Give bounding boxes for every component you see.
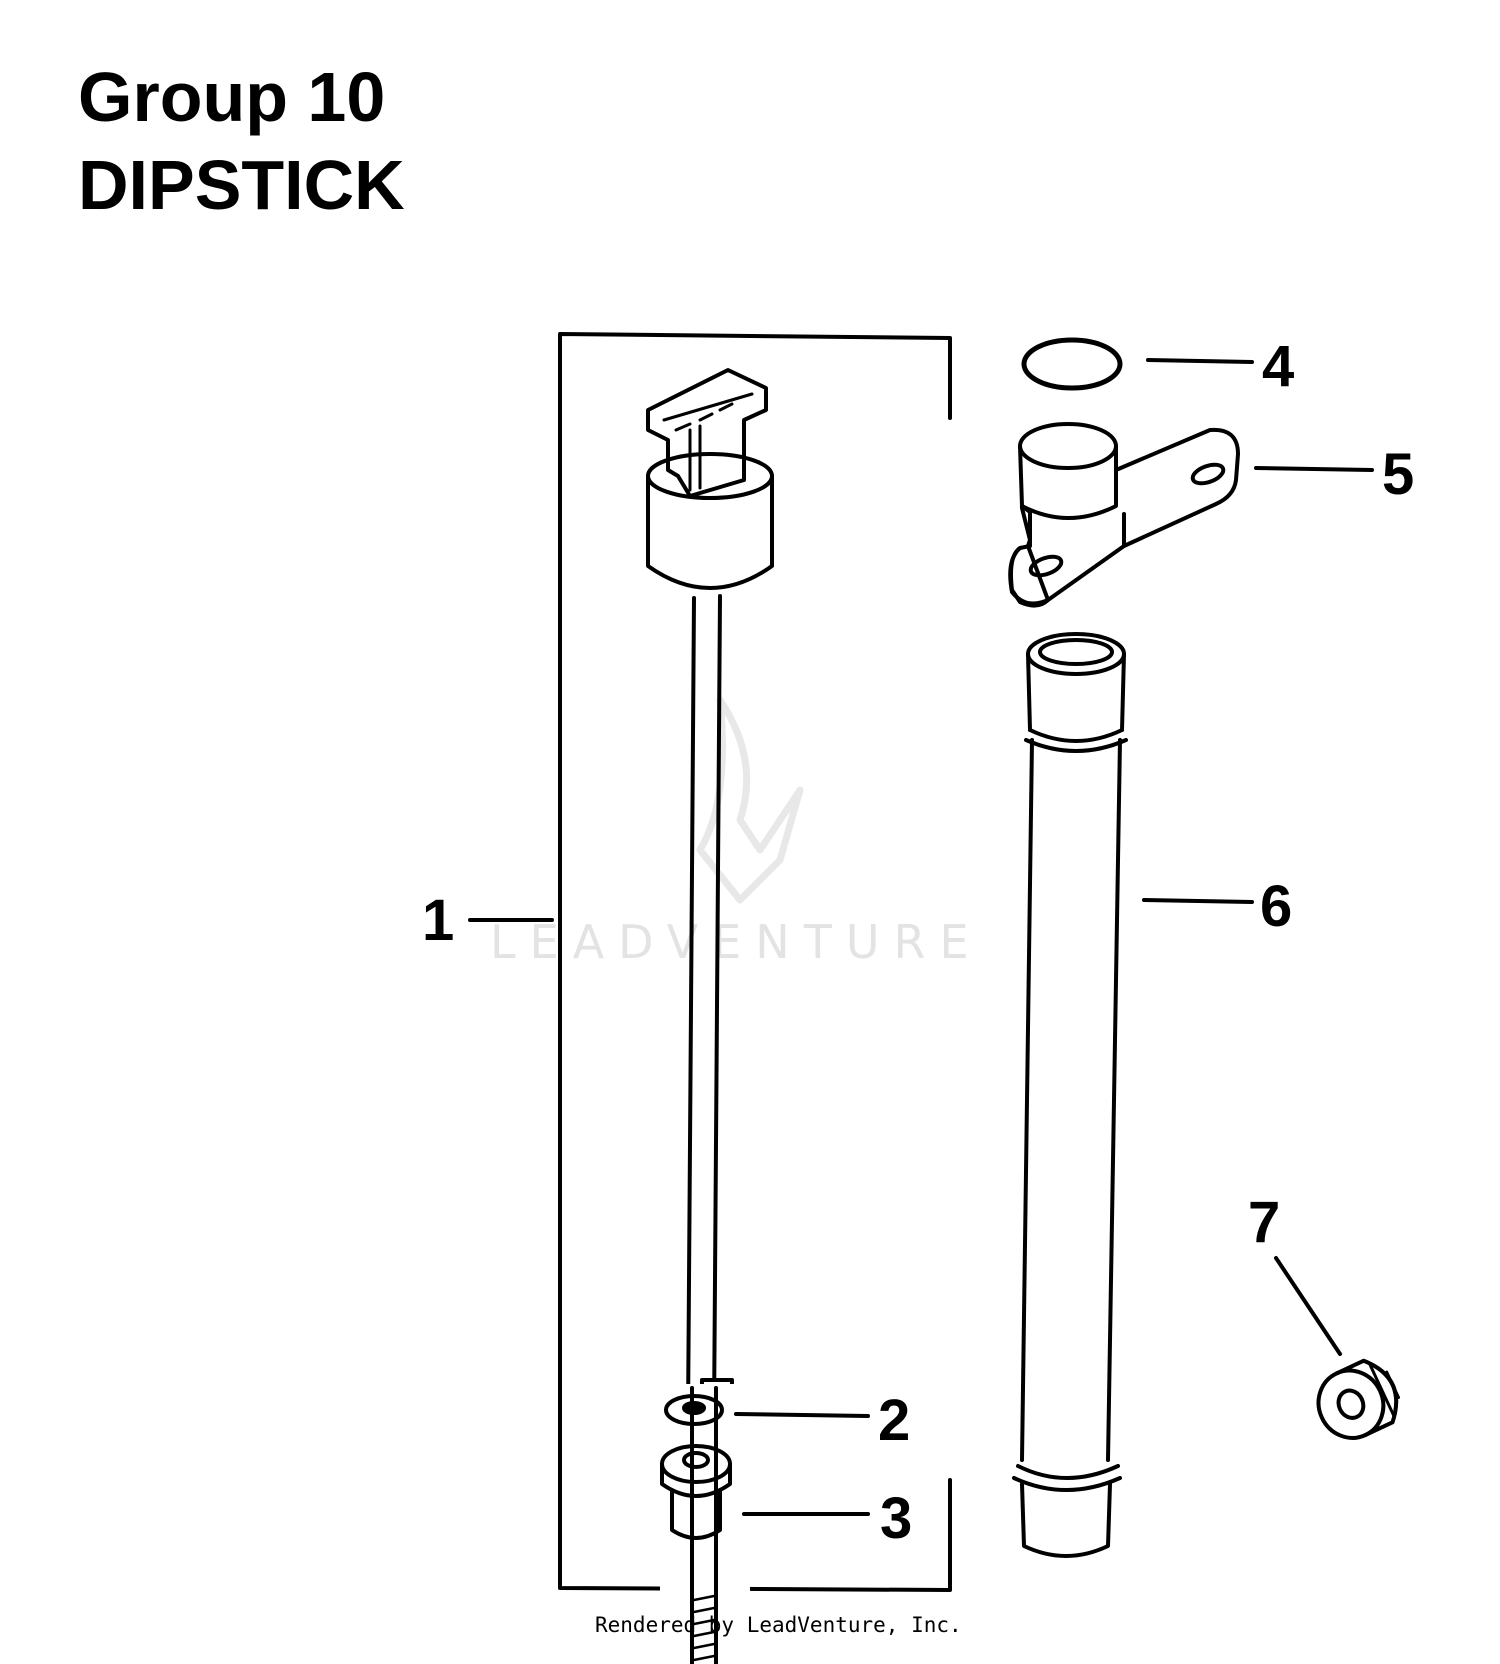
clamp-hole-left (1028, 554, 1064, 578)
clamp-tab-left-outline (1008, 504, 1126, 606)
rod-clean (660, 1384, 750, 1664)
plug-flange-side (660, 1462, 732, 1498)
dipstick-handle-ridge (674, 402, 734, 432)
callout-6: 6 (1260, 874, 1292, 939)
clamp-ring-body (1018, 444, 1118, 520)
clamp-tab-right (1114, 427, 1240, 548)
dipstick-handle-ridge (662, 392, 754, 422)
dipstick-handle (646, 368, 768, 498)
tube-body-left (1020, 738, 1034, 1462)
watermark: LEADVENTURE (490, 696, 983, 969)
tube-body-right (1106, 738, 1122, 1462)
nut-flats (1368, 1362, 1401, 1417)
plug-body (670, 1490, 722, 1540)
o-ring-drawing (1021, 337, 1123, 391)
clamp-ring-top (1018, 422, 1118, 470)
tube-lower (1020, 1482, 1112, 1558)
callout-1: 1 (422, 888, 454, 953)
tube-drawing (1012, 632, 1128, 1558)
plug-drawing (660, 1444, 732, 1540)
nut-drawing (1316, 1358, 1401, 1440)
leader-7 (1274, 1256, 1342, 1356)
assembly-bracket (558, 332, 952, 1592)
leader-5 (1254, 466, 1374, 472)
tube-bead-bottom (1012, 1464, 1122, 1492)
leader-6 (1142, 898, 1254, 904)
watermark-text: LEADVENTURE (490, 915, 983, 969)
dipstick-blade-tip (690, 1578, 718, 1664)
section-title: DIPSTICK (78, 146, 405, 224)
washer-outer (664, 1394, 724, 1426)
leader-2 (734, 1412, 870, 1418)
group-title: Group 10 (78, 58, 386, 136)
callout-3: 3 (880, 1486, 912, 1551)
plug-hole (682, 1451, 710, 1469)
dipstick-cap-body (646, 474, 774, 590)
callout-4: 4 (1262, 334, 1294, 399)
callout-5: 5 (1382, 442, 1414, 507)
watermark-logo-icon (696, 696, 804, 904)
leader-lines (468, 358, 1374, 1516)
nut-hole (1336, 1388, 1366, 1420)
tube-top-inner (1038, 638, 1114, 666)
leader-4 (1146, 358, 1254, 364)
callout-2: 2 (878, 1388, 910, 1453)
dipstick-handle-notch (688, 424, 702, 492)
credit-text: Rendered by LeadVenture, Inc. (595, 1613, 962, 1637)
clamp-drawing (1008, 422, 1240, 608)
clamp-hole-right (1190, 462, 1226, 486)
tube-bead-top (1024, 728, 1128, 753)
tube-upper (1026, 652, 1126, 732)
dipstick-level-marks (692, 1594, 716, 1662)
callout-7: 7 (1248, 1190, 1280, 1255)
washer-drawing (664, 1394, 724, 1426)
washer-inner (682, 1401, 706, 1415)
